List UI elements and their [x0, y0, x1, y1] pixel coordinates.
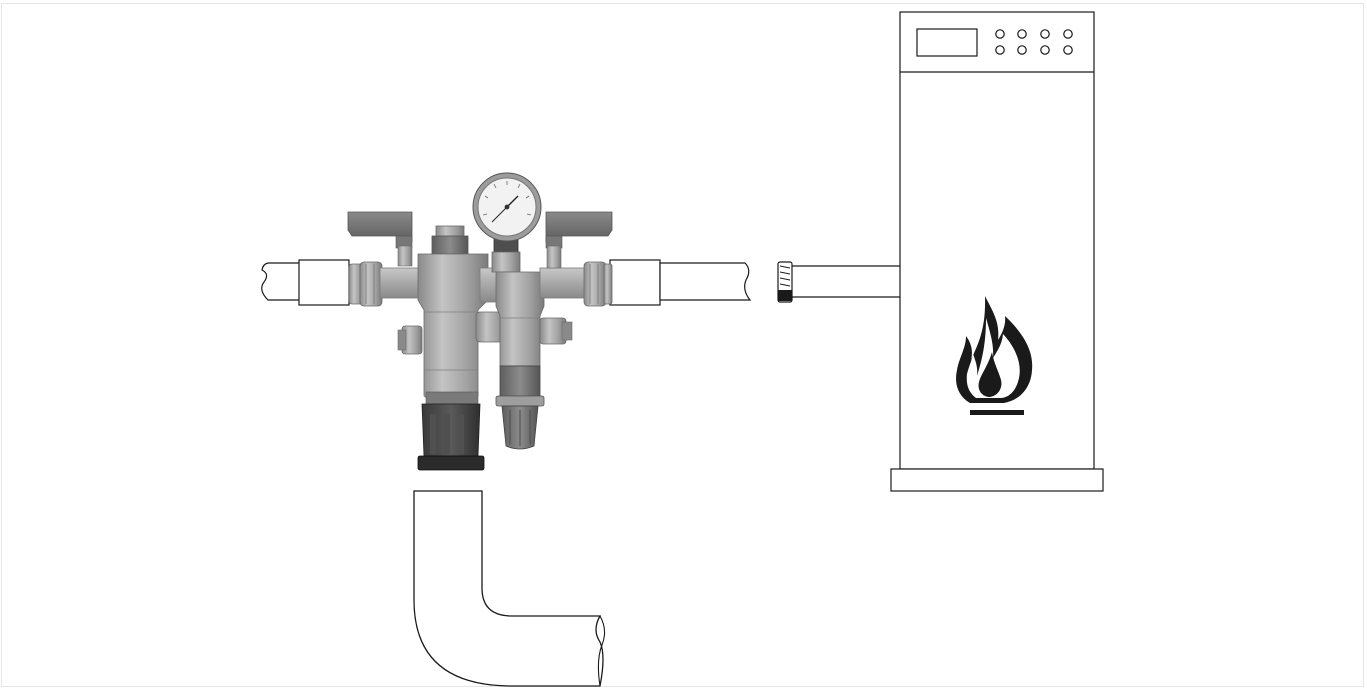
diagram-frame — [1, 3, 1364, 687]
inlet-pipe — [261, 259, 350, 306]
drain-elbow-pipe — [413, 490, 606, 687]
pressure-reducing-valve-assembly — [347, 172, 613, 471]
boiler-supply-pipe — [777, 261, 900, 303]
outlet-pipe — [609, 259, 752, 306]
boiler-base — [890, 468, 1104, 492]
boiler-control-buttons — [995, 29, 1073, 55]
boiler-display — [916, 28, 978, 57]
flame-icon — [956, 296, 1033, 415]
ball-valve-handle-icon — [545, 211, 613, 269]
pressure-gauge-icon — [472, 172, 542, 242]
boiler-unit — [890, 11, 1104, 492]
ball-valve-handle-icon — [347, 211, 413, 267]
